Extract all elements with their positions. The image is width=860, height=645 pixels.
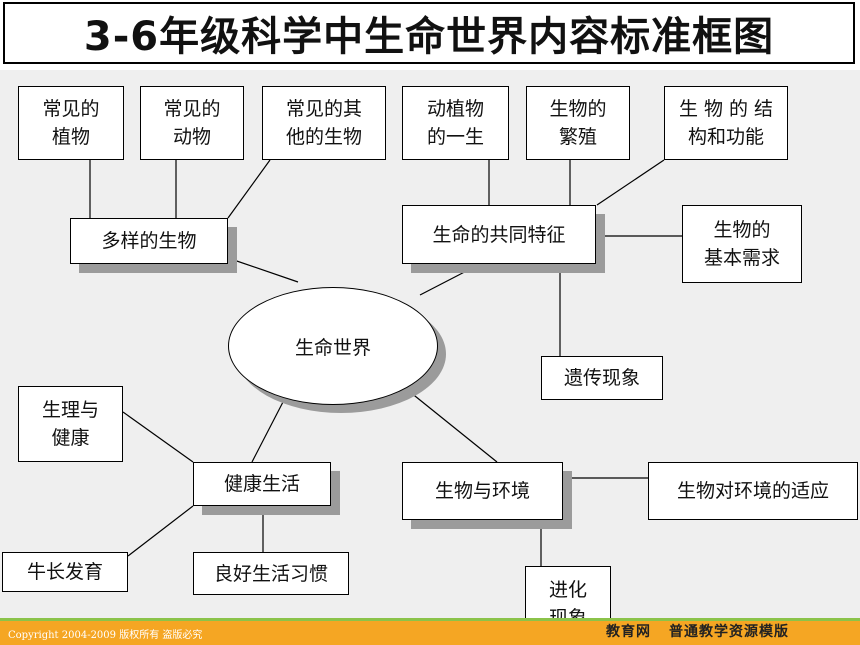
footer-bar [0,618,860,645]
footer-template: 普通教学资源模版 [669,624,789,640]
footer-divider [0,618,860,621]
node-healthy-living: 健康生活 [193,462,331,506]
link-growth-health [127,505,194,557]
link-features-center [419,263,481,296]
node-growth-development: 牛长发育 [2,552,128,592]
node-organism-environment: 生物与环境 [402,462,563,520]
link-physiology-health [122,411,194,463]
node-common-features: 生命的共同特征 [402,205,596,264]
node-adaptation: 生物对环境的适应 [648,462,858,520]
link-other-diverse [227,159,271,219]
center-life-world: 生命世界 [228,287,438,405]
node-common-animals: 常见的 动物 [140,86,244,160]
node-basic-needs: 生物的 基本需求 [682,205,802,283]
link-structure-features [596,159,665,206]
link-center-environment [409,391,498,463]
node-common-plants: 常见的 植物 [18,86,124,160]
node-diverse-organisms: 多样的生物 [70,218,228,264]
node-good-habits: 良好生活习惯 [193,552,349,595]
node-other-organisms: 常见的其 他的生物 [262,86,386,160]
node-reproduction: 生物的 繁殖 [526,86,630,160]
node-life-cycle: 动植物 的一生 [402,86,509,160]
node-physiology-health: 生理与 健康 [18,386,123,462]
link-diverse-center [227,257,299,283]
footer-branding: 教育网 普通教学资源模版 [606,621,789,641]
link-center-health [251,401,284,463]
footer-site: 教育网 [606,624,651,640]
node-structure-function: 生 物 的 结 构和功能 [664,86,788,160]
node-heredity: 遗传现象 [541,356,663,400]
page-title: 3-6年级科学中生命世界内容标准框图 [3,2,855,64]
footer-copyright: Copyright 2004-2009 版权所有 盗版必究 [8,630,203,641]
